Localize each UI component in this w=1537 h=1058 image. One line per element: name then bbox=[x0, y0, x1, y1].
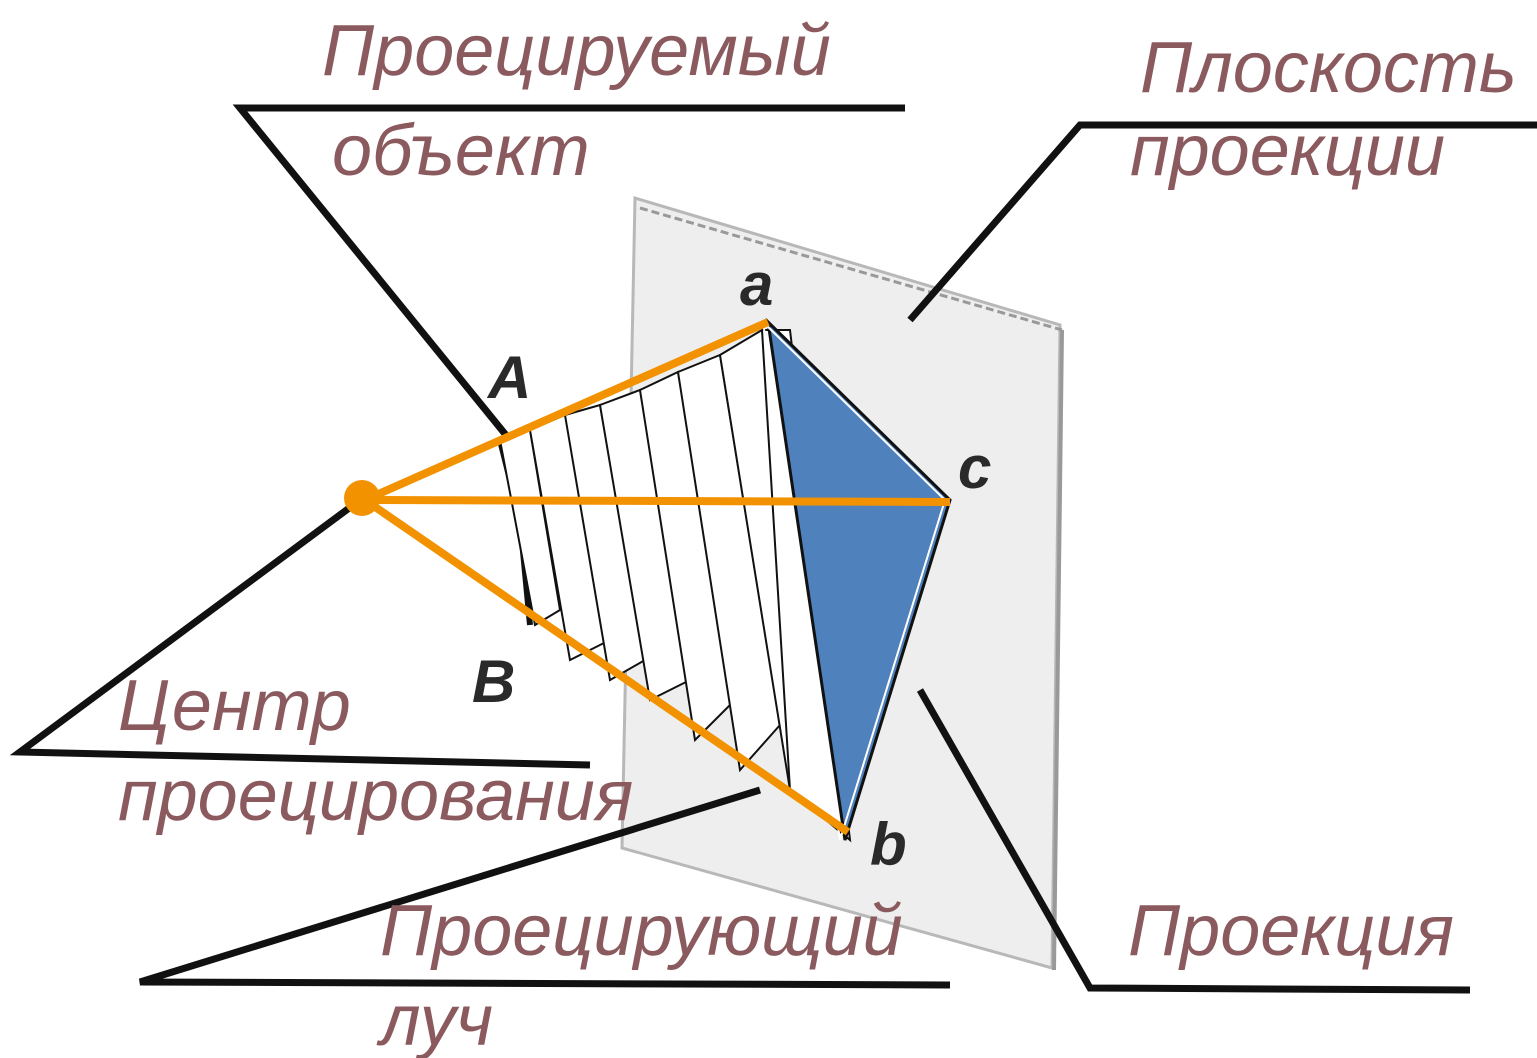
label-projection-plane-1: Плоскость bbox=[1140, 28, 1517, 108]
projection-triangle-edge bbox=[762, 321, 947, 841]
label-projection: Проекция bbox=[1128, 891, 1454, 971]
plane-right-edge bbox=[1052, 329, 1064, 971]
point-a-label: a bbox=[740, 251, 773, 318]
leader-ray bbox=[138, 786, 951, 989]
leader-center bbox=[9, 497, 591, 769]
label-projected-object-1: Проецируемый bbox=[322, 11, 831, 91]
point-b-label: b bbox=[870, 811, 907, 878]
leader-projected-object bbox=[232, 104, 905, 443]
leader-projection bbox=[916, 688, 1471, 994]
ray-to-a bbox=[363, 318, 770, 504]
ray-to-b bbox=[362, 496, 851, 836]
center-point bbox=[344, 480, 380, 516]
leader-projection-plane bbox=[907, 121, 1537, 323]
point-c-label: c bbox=[958, 434, 991, 501]
label-projection-plane-2: проекции bbox=[1130, 111, 1445, 191]
label-ray-2: луч bbox=[376, 981, 493, 1058]
projection-triangle bbox=[765, 317, 952, 841]
label-projected-object-2: объект bbox=[332, 111, 590, 191]
label-ray-1: Проецирующий bbox=[380, 891, 903, 971]
label-center-1: Центр bbox=[118, 666, 351, 746]
plane-top-edge bbox=[639, 206, 1063, 332]
point-B-label: B bbox=[472, 648, 515, 715]
ray-to-c bbox=[364, 496, 951, 506]
label-center-2: проецирования bbox=[118, 756, 633, 836]
point-A-label: A bbox=[486, 344, 531, 411]
